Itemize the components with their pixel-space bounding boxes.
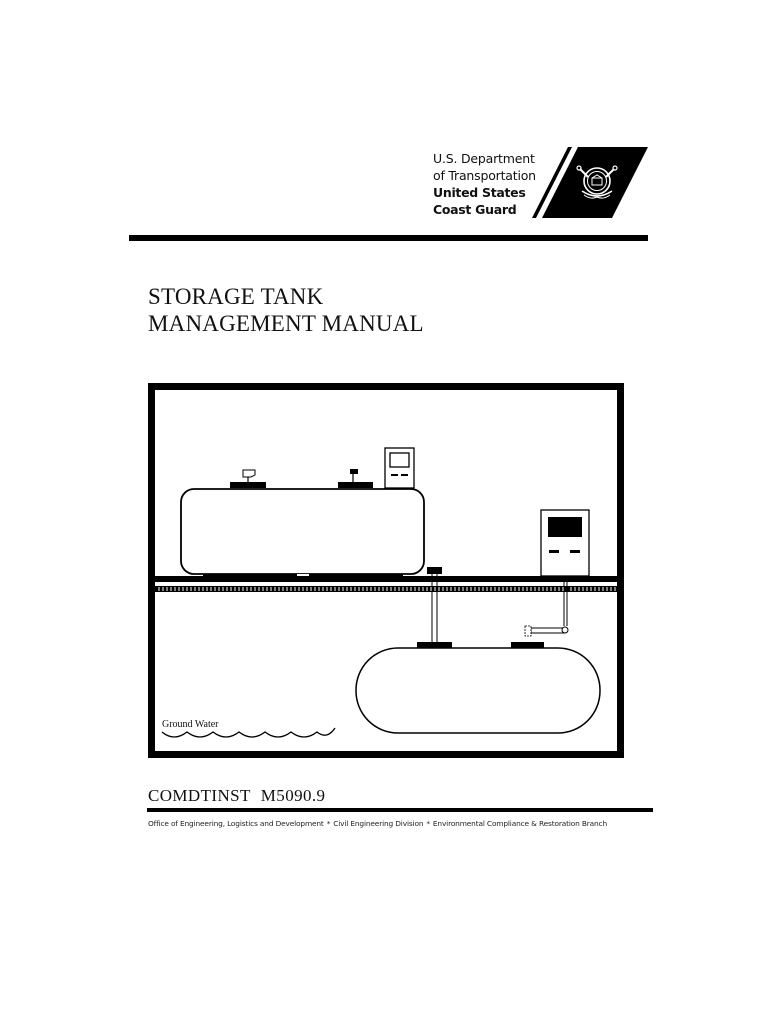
ground-surface — [155, 576, 617, 592]
agency-block: U.S. Department of Transportation United… — [433, 150, 536, 218]
footer-office-1: Office of Engineering, Logistics and Dev… — [148, 819, 324, 828]
agency-line-united-states: United States — [433, 185, 526, 200]
instruction-code: M5090.9 — [260, 786, 326, 805]
ground-water: Ground Water — [161, 719, 336, 738]
coast-guard-seal-icon — [532, 147, 648, 218]
agency-line-department: U.S. Department — [433, 151, 535, 166]
footer-office-2: Civil Engineering Division — [333, 819, 424, 828]
footer-separator: * — [326, 819, 331, 828]
monitoring-console — [511, 509, 590, 648]
storage-tank-illustration: Ground Water — [148, 383, 624, 758]
footer-offices: Office of Engineering, Logistics and Dev… — [148, 819, 668, 828]
title-line-1: STORAGE TANK — [148, 284, 324, 309]
instruction-number: COMDTINST M5090.9 — [148, 786, 325, 806]
agency-line-transportation: of Transportation — [433, 168, 536, 183]
footer-rule — [147, 808, 653, 812]
above-ground-tank — [180, 447, 425, 579]
agency-line-coast-guard: Coast Guard — [433, 202, 517, 217]
page-title: STORAGE TANK MANAGEMENT MANUAL — [148, 283, 424, 337]
title-line-2: MANAGEMENT MANUAL — [148, 311, 424, 336]
underground-tank — [355, 647, 601, 734]
header-rule — [129, 235, 648, 241]
footer-office-3: Environmental Compliance & Restoration B… — [432, 819, 608, 828]
fill-pipe — [417, 567, 452, 648]
ground-water-label: Ground Water — [162, 719, 219, 730]
footer-separator: * — [426, 819, 430, 828]
instruction-prefix: COMDTINST — [148, 786, 251, 805]
